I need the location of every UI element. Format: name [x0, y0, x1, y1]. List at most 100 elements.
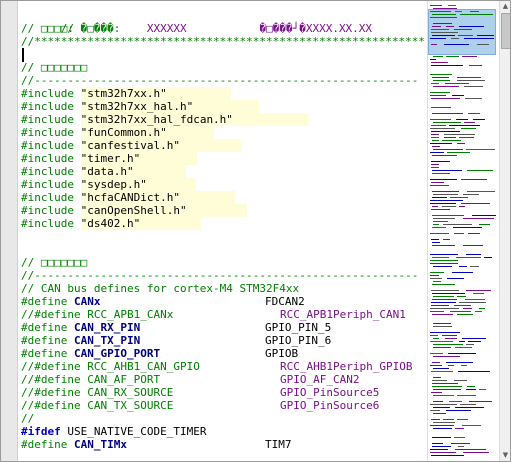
- define-keyword: #define: [21, 295, 68, 308]
- code-area[interactable]: // �□���: XXXXXX �□���┘�XXXX.XX.XX // □□…: [21, 9, 426, 461]
- minimap-line: [464, 38, 494, 39]
- include-file: "stm32h7xx.h": [80, 87, 167, 100]
- include-line: #include "hcfaCANDict.h": [21, 191, 235, 204]
- minimap-line: [432, 206, 438, 207]
- minimap-line: [454, 380, 467, 381]
- include-separator: //--------------------------------------…: [21, 74, 419, 87]
- define-value: GPIOB: [265, 347, 299, 360]
- minimap-line: [463, 452, 489, 453]
- minimap-line: [463, 194, 479, 195]
- minimap-line: [459, 206, 465, 207]
- string-highlight: [81, 217, 201, 230]
- minimap-line: [432, 35, 455, 36]
- define-line: #define CANx: [21, 295, 100, 308]
- minimap-line: [468, 233, 480, 234]
- minimap-line: [432, 146, 440, 147]
- minimap-line: [454, 305, 471, 306]
- include-file: "canfestival.h": [80, 139, 180, 152]
- minimap-line: [466, 149, 495, 150]
- minimap-line: [430, 200, 463, 201]
- minimap-line: [458, 35, 473, 36]
- minimap-line: [443, 419, 454, 420]
- minimap-line: [430, 263, 458, 264]
- scroll-up-icon[interactable]: ▲: [502, 2, 509, 10]
- minimap-line: [432, 299, 457, 300]
- minimap-line: [457, 143, 465, 144]
- header-label: // �□���:: [60, 22, 121, 35]
- minimap-line: [479, 389, 486, 390]
- include-file: "canOpenShell.h": [80, 204, 187, 217]
- minimap-line: [430, 128, 455, 129]
- minimap-line: [433, 80, 450, 81]
- minimap-line: [433, 218, 455, 219]
- minimap-line: [431, 83, 439, 84]
- minimap-line: [433, 344, 463, 345]
- include-file: "ds402.h": [80, 217, 141, 230]
- define-line: #define CAN_GPIO_PORT: [21, 347, 160, 360]
- minimap-line: [457, 419, 468, 420]
- minimap-line: [431, 392, 442, 393]
- minimap-line: [455, 428, 464, 429]
- define-line: #define CAN_RX_PIN: [21, 321, 140, 334]
- minimap-line: [432, 314, 453, 315]
- minimap-line: [432, 227, 446, 228]
- string-highlight: [81, 139, 241, 152]
- minimap-line: [477, 35, 494, 36]
- timer-define-name: CAN_TIMx: [73, 438, 127, 451]
- minimap-line: [469, 65, 482, 66]
- minimap-line: [468, 113, 480, 114]
- minimap-line: [442, 206, 456, 207]
- define-value: GPIO_AF_CAN2: [280, 373, 360, 386]
- minimap-line: [448, 353, 476, 354]
- minimap-line: [430, 11, 451, 12]
- minimap-line: [431, 239, 439, 240]
- minimap-line: [447, 152, 470, 153]
- define-separator: //--------------------------------------…: [21, 269, 419, 282]
- include-keyword: #include: [21, 204, 74, 217]
- minimap-line: [455, 347, 472, 348]
- define-name: CAN_TX_SOURCE: [87, 399, 174, 412]
- minimap-line: [432, 446, 451, 447]
- minimap-line: [452, 95, 464, 96]
- minimap-line: [430, 179, 457, 180]
- minimap-line: [454, 29, 472, 30]
- include-file: "stm32h7xx_hal_fdcan.h": [80, 113, 233, 126]
- minimap-line: [433, 323, 451, 324]
- minimap-line: [462, 56, 477, 57]
- minimap-line: [430, 74, 452, 75]
- minimap-line: [459, 302, 486, 303]
- minimap-line: [466, 254, 481, 255]
- minimap[interactable]: [427, 1, 500, 461]
- minimap-line: [431, 290, 459, 291]
- string-highlight: [81, 178, 196, 191]
- minimap-line: [430, 365, 442, 366]
- minimap-line: [433, 56, 443, 57]
- define-line: //#define CAN_TX_SOURCE: [21, 399, 173, 412]
- scrollbar-thumb[interactable]: [501, 13, 510, 49]
- scroll-down-icon[interactable]: ▼: [502, 451, 509, 459]
- minimap-line: [443, 239, 450, 240]
- minimap-line: [432, 26, 441, 27]
- line-gutter[interactable]: [1, 1, 18, 461]
- minimap-line: [431, 302, 456, 303]
- text-caret: [22, 48, 24, 62]
- minimap-line: [433, 194, 458, 195]
- minimap-line: [433, 266, 452, 267]
- minimap-line: [463, 308, 472, 309]
- ifdef-line: #ifdef USE_NATIVE_CODE_TIMER: [21, 425, 206, 438]
- minimap-line: [430, 404, 457, 405]
- include-keyword: #include: [21, 100, 74, 113]
- minimap-line: [431, 62, 448, 63]
- minimap-line: [467, 170, 493, 171]
- minimap-line: [432, 443, 443, 444]
- minimap-line: [430, 272, 444, 273]
- include-file: "funCommon.h": [80, 126, 167, 139]
- minimap-line: [431, 167, 439, 168]
- minimap-line: [430, 335, 438, 336]
- vertical-scrollbar[interactable]: ▲ ▼: [499, 1, 510, 461]
- minimap-line: [432, 380, 447, 381]
- header-line-1: // �□���: XXXXXX �□���┘�XXXX.XX.XX: [21, 9, 372, 35]
- define-line: //#define CAN_RX_SOURCE: [21, 386, 173, 399]
- minimap-line: [430, 341, 453, 342]
- minimap-line: [432, 140, 439, 141]
